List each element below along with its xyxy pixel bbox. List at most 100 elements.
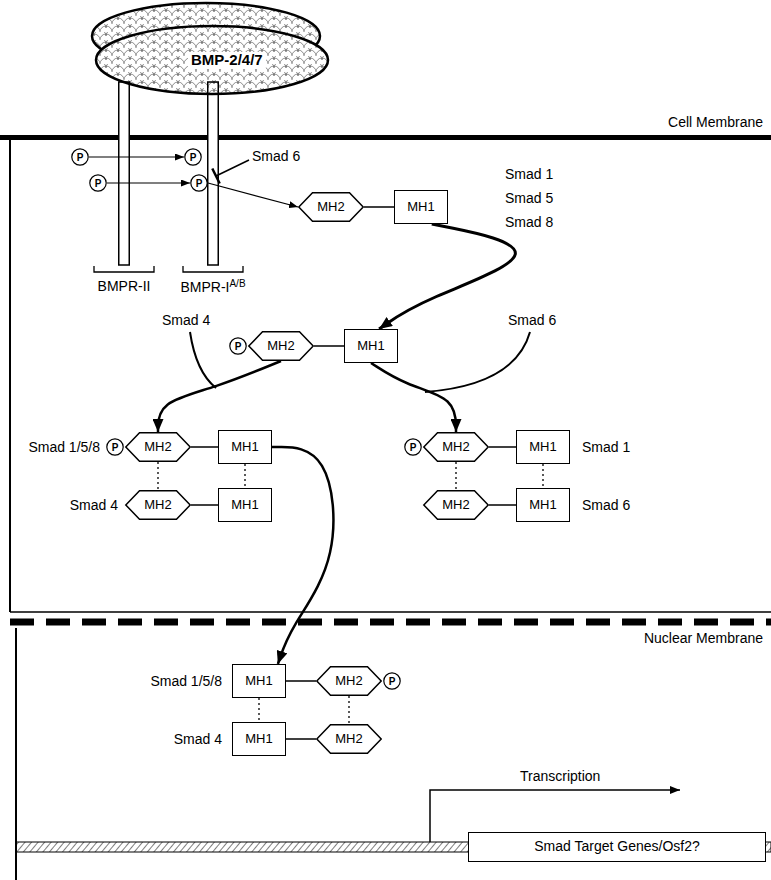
receptor-shape <box>119 82 130 265</box>
receptor-label: BMPR-IA/B <box>180 278 245 295</box>
inhibitor-label: Smad 6 <box>252 148 300 164</box>
cell-membrane <box>130 135 207 140</box>
complex-bond <box>455 462 456 490</box>
mh2-domain: MH2 <box>125 432 191 462</box>
mh1-domain: MH1 <box>218 488 272 522</box>
receptor-bracket <box>94 266 154 272</box>
receptor-label: BMPR-II <box>98 278 151 294</box>
phosphate-mark: P <box>389 676 396 687</box>
mh1-domain: MH1 <box>516 488 570 522</box>
pathway-arrow <box>158 361 281 432</box>
hexagon-shape <box>126 491 190 519</box>
phosphate-mark: P <box>410 442 417 453</box>
domain-name: MH2 <box>335 674 362 688</box>
domain-linker <box>286 680 316 682</box>
mh2-domain: MH2 <box>248 331 314 361</box>
ligand-shape <box>96 26 328 94</box>
complex-bond <box>348 696 349 724</box>
receptor-name: BMPR-II <box>98 278 151 294</box>
receptor-bar-outline <box>118 82 130 265</box>
domain-linker <box>286 738 316 740</box>
phosphate-circle: P <box>190 174 208 192</box>
hexagon-shape <box>126 433 190 461</box>
receptor-bar: BMPR-II <box>118 82 130 265</box>
circle-shape <box>384 673 400 689</box>
hexagon-shape <box>249 332 313 360</box>
complex-bond <box>258 698 259 722</box>
hexagon-shape <box>299 193 363 221</box>
domain-name: Smad Target Genes/Osf2? <box>534 839 700 854</box>
mh1-domain: MH1 <box>394 190 448 224</box>
mh2-domain: MH2 <box>423 490 489 520</box>
domain-name: MH2 <box>267 339 294 353</box>
phosphate-circle: P <box>71 148 89 166</box>
circle-shape <box>90 175 106 191</box>
complex-bond <box>157 462 158 490</box>
domain-name: MH1 <box>245 732 272 746</box>
domain-name: MH2 <box>335 732 362 746</box>
mh1-domain: MH1 <box>516 430 570 464</box>
smad-name: Smad 1/5/8 <box>150 673 222 689</box>
domain-name: MH1 <box>529 498 556 512</box>
phosphate-mark: P <box>196 178 203 189</box>
mh1-domain: MH1 <box>218 430 272 464</box>
mh2-domain: MH2 <box>316 724 382 754</box>
domain-name: MH2 <box>144 498 171 512</box>
circle-shape <box>72 149 88 165</box>
smad-name: Smad 4 <box>162 312 210 328</box>
mh2-domain: MH2 <box>316 666 382 696</box>
domain-name: MH1 <box>231 498 258 512</box>
domain-name: MH1 <box>245 674 272 688</box>
phosphate-circle: P <box>184 148 202 166</box>
membrane-label: Cell Membrane <box>668 114 763 130</box>
domain-name: MH2 <box>442 440 469 454</box>
phosphate-circle: P <box>106 438 124 456</box>
phosphate-circle: P <box>89 174 107 192</box>
membrane-label: Nuclear Membrane <box>644 630 763 646</box>
smad-name: Smad 6 <box>508 312 556 328</box>
mh1-domain: MH1 <box>232 722 286 756</box>
hexagon-shape <box>424 433 488 461</box>
smad-name: Smad 4 <box>70 497 118 513</box>
ligand-ground <box>96 26 328 94</box>
domain-name: MH1 <box>529 440 556 454</box>
bmp-ligand: BMP-2/4/7 <box>88 0 334 98</box>
complex-bond <box>542 464 543 488</box>
domain-name: MH2 <box>144 440 171 454</box>
domain-name: MH1 <box>231 440 258 454</box>
joining-curve <box>425 332 530 392</box>
circle-shape <box>230 338 246 354</box>
domain-linker <box>191 446 218 448</box>
circle-shape <box>191 175 207 191</box>
smad-name: Smad 5 <box>505 190 553 206</box>
smad-name: Smad 1 <box>582 439 630 455</box>
complex-bond <box>244 464 245 488</box>
phosphate-circle: P <box>404 438 422 456</box>
pathway-arrow <box>371 363 456 432</box>
mh2-domain: MH2 <box>298 192 364 222</box>
joining-curve <box>190 332 216 388</box>
circle-shape <box>405 439 421 455</box>
domain-linker <box>364 206 394 208</box>
target-gene-box: Smad Target Genes/Osf2? <box>468 832 766 862</box>
mh1-domain: MH1 <box>344 329 398 363</box>
smad-name: Smad 1/5/8 <box>28 439 100 455</box>
circle-shape <box>107 439 123 455</box>
receptor-bracket <box>183 266 243 272</box>
activation-arrow <box>208 183 298 207</box>
cell-membrane <box>219 135 771 140</box>
ligand-name: BMP-2/4/7 <box>188 52 266 69</box>
mh1-domain: MH1 <box>232 664 286 698</box>
hexagon-shape <box>317 725 381 753</box>
smad-name: Smad 6 <box>582 497 630 513</box>
hexagon-shape <box>317 667 381 695</box>
domain-linker <box>314 345 344 347</box>
phosphate-mark: P <box>235 341 242 352</box>
cell-edge <box>9 140 11 612</box>
translocation-arrow <box>272 447 333 664</box>
phosphate-circle: P <box>229 337 247 355</box>
receptor-name: BMPR-I <box>180 279 229 295</box>
cytoplasm-edge <box>10 611 771 613</box>
bmp-ligand-outline <box>88 0 334 98</box>
smad-name: Smad 1 <box>505 166 553 182</box>
